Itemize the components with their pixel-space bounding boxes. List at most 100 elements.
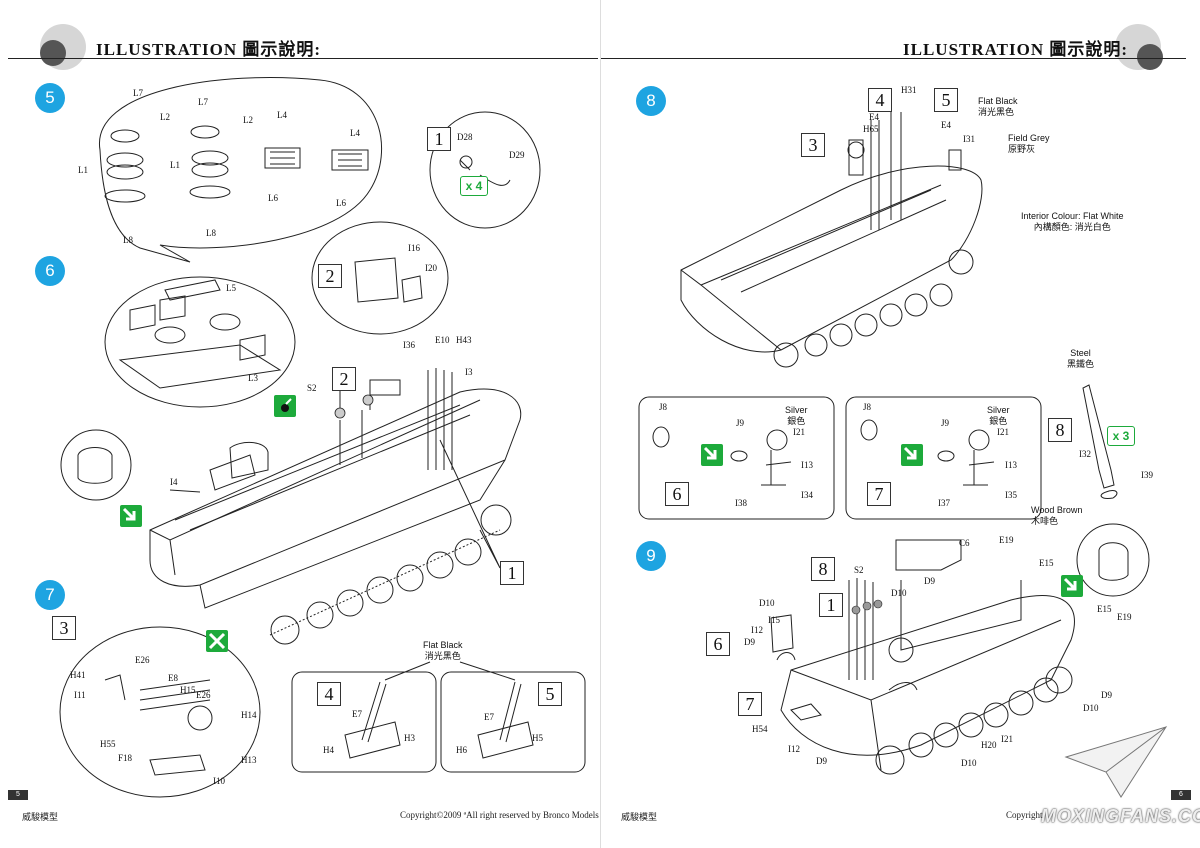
page-title: ILLUSTRATION 圖示說明:: [96, 40, 322, 59]
part-label: H54: [752, 724, 768, 734]
part-label: I21: [793, 427, 805, 437]
cut-part-icon: [206, 630, 228, 652]
part-box-1: 1: [427, 127, 451, 151]
part-label: E26: [135, 655, 150, 665]
part-label: I16: [408, 243, 420, 253]
footer-copyright: Copyright: [1006, 810, 1043, 820]
part-label: I20: [425, 263, 437, 273]
part-box-4: 4: [317, 682, 341, 706]
page-number: 6: [1171, 790, 1191, 800]
header-rule: [601, 58, 1186, 59]
part-label: C6: [959, 538, 970, 548]
part-label: D10: [961, 758, 977, 768]
part-label: H5: [532, 733, 543, 743]
part-label: H43: [456, 335, 472, 345]
part-label: H15: [180, 685, 196, 695]
part-label: I38: [735, 498, 747, 508]
quantity-x3-badge: x 3: [1107, 426, 1135, 446]
part-box-3: 3: [801, 133, 825, 157]
part-label: L2: [243, 115, 253, 125]
part-label: I13: [1005, 460, 1017, 470]
part-label: L6: [268, 193, 278, 203]
part-box-7-step9: 7: [738, 692, 762, 716]
part-box-8-step9: 8: [811, 557, 835, 581]
right-page: ILLUSTRATION 圖示說明:: [600, 0, 1200, 848]
part-box-6-step9: 6: [706, 632, 730, 656]
part-label: D10: [1083, 703, 1099, 713]
part-label: L8: [123, 235, 133, 245]
assembly-direction-icon: [901, 444, 923, 466]
part-box-3: 3: [52, 616, 76, 640]
part-label: D29: [509, 150, 525, 160]
part-label: J9: [941, 418, 950, 428]
part-label: H20: [981, 740, 997, 750]
part-label: E7: [484, 712, 494, 722]
part-label: S2: [854, 565, 864, 575]
step-number-8: 8: [636, 86, 666, 116]
header-decor-dot: [40, 40, 66, 66]
part-box-1-hull: 1: [500, 561, 524, 585]
instruction-drawings: [638, 110, 1150, 775]
part-label: E19: [1117, 612, 1132, 622]
part-label: L3: [248, 373, 258, 383]
part-label: L5: [226, 283, 236, 293]
header-decor-dot: [1137, 44, 1163, 70]
part-label: D9: [816, 756, 827, 766]
step-number-5: 5: [35, 83, 65, 113]
assembly-direction-icon: [701, 444, 723, 466]
part-label: E7: [352, 709, 362, 719]
part-label: D10: [891, 588, 907, 598]
part-label: L7: [133, 88, 143, 98]
part-label: H65: [863, 124, 879, 134]
step-number-7: 7: [35, 580, 65, 610]
part-label: L2: [160, 112, 170, 122]
assembly-direction-icon: [1061, 575, 1083, 597]
part-label: I10: [213, 776, 225, 786]
footer-brand: 威駿模型: [621, 812, 658, 822]
part-label: J8: [863, 402, 872, 412]
part-label: H41: [70, 670, 86, 680]
part-label: L7: [198, 97, 208, 107]
part-label: I31: [963, 134, 975, 144]
part-label: L4: [350, 128, 360, 138]
part-label: E4: [869, 112, 879, 122]
part-label: H13: [241, 755, 257, 765]
part-box-6: 6: [665, 482, 689, 506]
part-label: D9: [924, 576, 935, 586]
part-label: I12: [788, 744, 800, 754]
footer-copyright: Copyright©2009 ªAll right reserved by Br…: [400, 810, 599, 820]
part-label: I32: [1079, 449, 1091, 459]
step-number-6: 6: [35, 256, 65, 286]
page-number: 5: [8, 790, 28, 800]
part-box-7: 7: [867, 482, 891, 506]
part-label: E8: [168, 673, 178, 683]
header-rule: [8, 58, 598, 59]
part-label: S2: [307, 383, 317, 393]
part-label: I3: [465, 367, 473, 377]
part-label: F18: [118, 753, 133, 763]
part-label: I4: [170, 477, 178, 487]
part-box-5: 5: [538, 682, 562, 706]
part-label: H31: [901, 85, 917, 95]
part-box-5: 5: [934, 88, 958, 112]
part-label: E15: [1097, 604, 1112, 614]
part-label: E10: [435, 335, 450, 345]
part-label: E19: [999, 535, 1014, 545]
part-box-1-step9: 1: [819, 593, 843, 617]
part-label: H3: [404, 733, 415, 743]
part-label: L6: [336, 198, 346, 208]
part-label: J9: [736, 418, 745, 428]
part-label: D10: [759, 598, 775, 608]
part-label: J8: [659, 402, 668, 412]
part-label: I35: [1005, 490, 1017, 500]
part-label: I21: [997, 427, 1009, 437]
part-label: H6: [456, 745, 467, 755]
part-label: E4: [941, 120, 951, 130]
part-label: H14: [241, 710, 257, 720]
part-label: H55: [100, 739, 116, 749]
